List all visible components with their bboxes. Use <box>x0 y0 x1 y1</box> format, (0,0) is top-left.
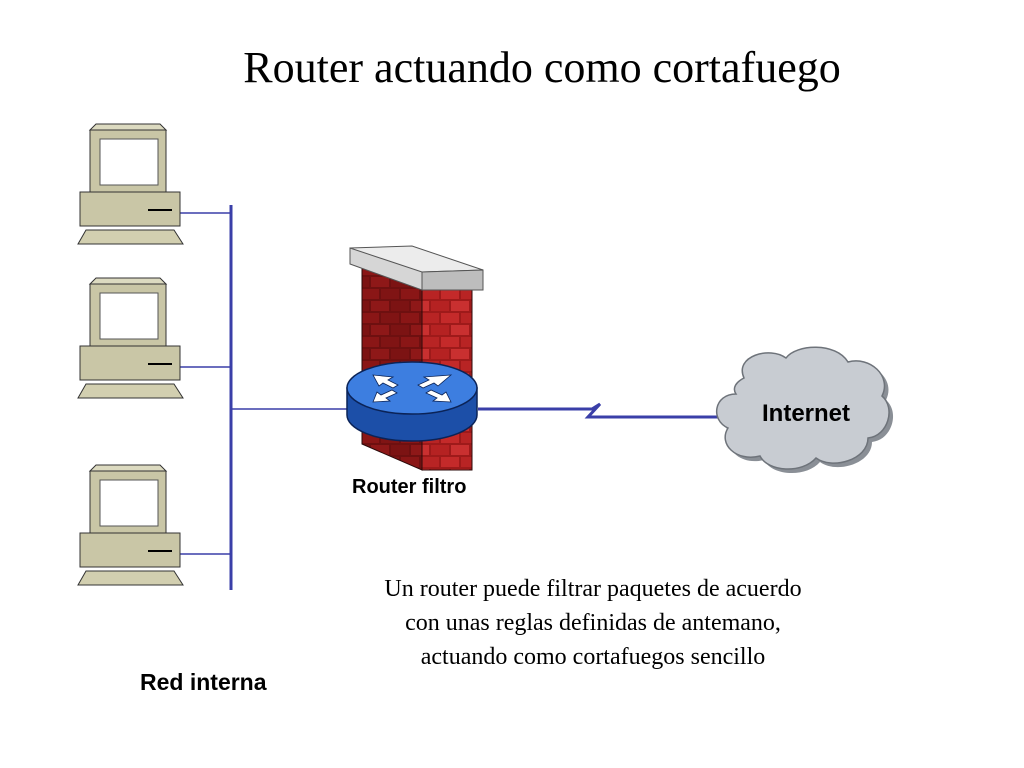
router-icon <box>346 361 478 442</box>
computer-icon <box>77 123 184 245</box>
caption-line: actuando como cortafuegos sencillo <box>420 644 766 670</box>
page-title: Router actuando como cortafuego <box>243 43 841 92</box>
caption-line: Un router puede filtrar paquetes de acue… <box>384 576 802 602</box>
caption-line: con unas reglas definidas de antemano, <box>405 610 781 636</box>
computer-icon <box>77 277 184 399</box>
internet-label: Internet <box>762 400 851 427</box>
cloud-icon <box>715 346 894 474</box>
computer-icon <box>77 464 184 586</box>
wan-link <box>478 402 722 419</box>
caption: Un router puede filtrar paquetes de acue… <box>318 572 868 674</box>
router-label: Router filtro <box>352 476 467 498</box>
network-label: Red interna <box>140 669 267 695</box>
